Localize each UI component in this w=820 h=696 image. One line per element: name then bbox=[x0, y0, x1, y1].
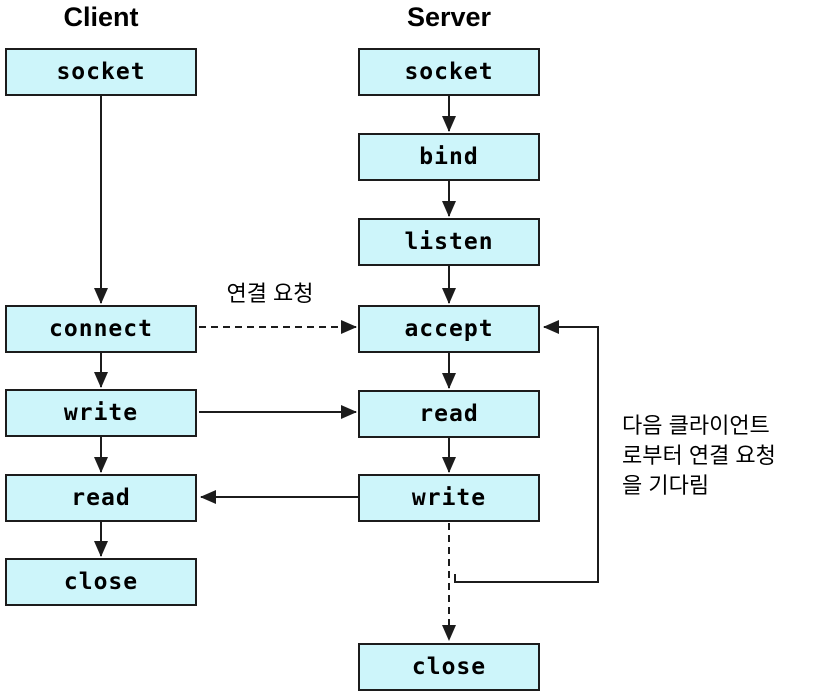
client-socket-box: socket bbox=[5, 48, 197, 96]
client-read-box: read bbox=[5, 474, 197, 522]
server-accept-box: accept bbox=[358, 305, 540, 353]
server-bind-box: bind bbox=[358, 133, 540, 181]
server-read-box: read bbox=[358, 390, 540, 438]
server-write-box: write bbox=[358, 474, 540, 522]
wait-next-client-note-line2: 로부터 연결 요청 bbox=[622, 443, 776, 468]
wait-next-client-note-line1: 다음 클라이언트 bbox=[622, 413, 770, 438]
wait-next-client-note-line3: 을 기다림 bbox=[622, 473, 710, 498]
wait-next-client-note: 다음 클라이언트 로부터 연결 요청 을 기다림 bbox=[622, 411, 776, 501]
client-connect-box: connect bbox=[5, 305, 197, 353]
server-listen-box: listen bbox=[358, 218, 540, 266]
client-close-box: close bbox=[5, 558, 197, 606]
loop-back-to-accept bbox=[454, 320, 599, 583]
server-socket-box: socket bbox=[358, 48, 540, 96]
server-column-title: Server bbox=[406, 2, 492, 32]
client-write-box: write bbox=[5, 389, 197, 437]
connection-request-label: 연결 요청 bbox=[226, 281, 314, 306]
server-close-box: close bbox=[358, 643, 540, 691]
client-column-title: Client bbox=[63, 2, 139, 32]
